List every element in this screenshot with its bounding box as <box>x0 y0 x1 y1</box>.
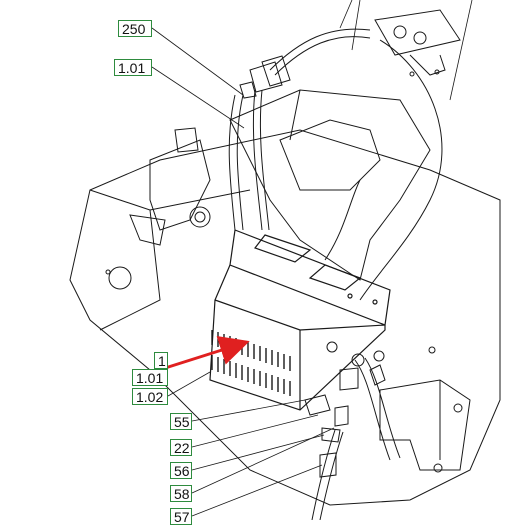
control-housing <box>209 229 391 411</box>
callout-1-02[interactable]: 1.02 <box>132 388 168 405</box>
callout-57[interactable]: 57 <box>170 508 192 525</box>
heat-exchanger-fins <box>211 330 291 396</box>
lower-fittings <box>304 341 386 478</box>
callout-1[interactable]: 1 <box>154 352 168 369</box>
callout-22[interactable]: 22 <box>170 439 192 456</box>
pointer-arrow <box>161 335 250 371</box>
callout-250[interactable]: 250 <box>118 20 152 37</box>
cover-panel <box>229 89 431 281</box>
callout-58[interactable]: 58 <box>170 485 192 502</box>
hoses <box>228 28 443 520</box>
callout-1-01-top[interactable]: 1.01 <box>114 59 152 76</box>
leader-lines <box>151 0 473 517</box>
callout-55[interactable]: 55 <box>170 413 192 430</box>
left-fitting <box>129 127 211 246</box>
callout-56[interactable]: 56 <box>170 462 192 479</box>
top-connector <box>239 9 461 99</box>
side-bracket <box>379 346 471 473</box>
callout-1-01[interactable]: 1.01 <box>132 369 168 386</box>
